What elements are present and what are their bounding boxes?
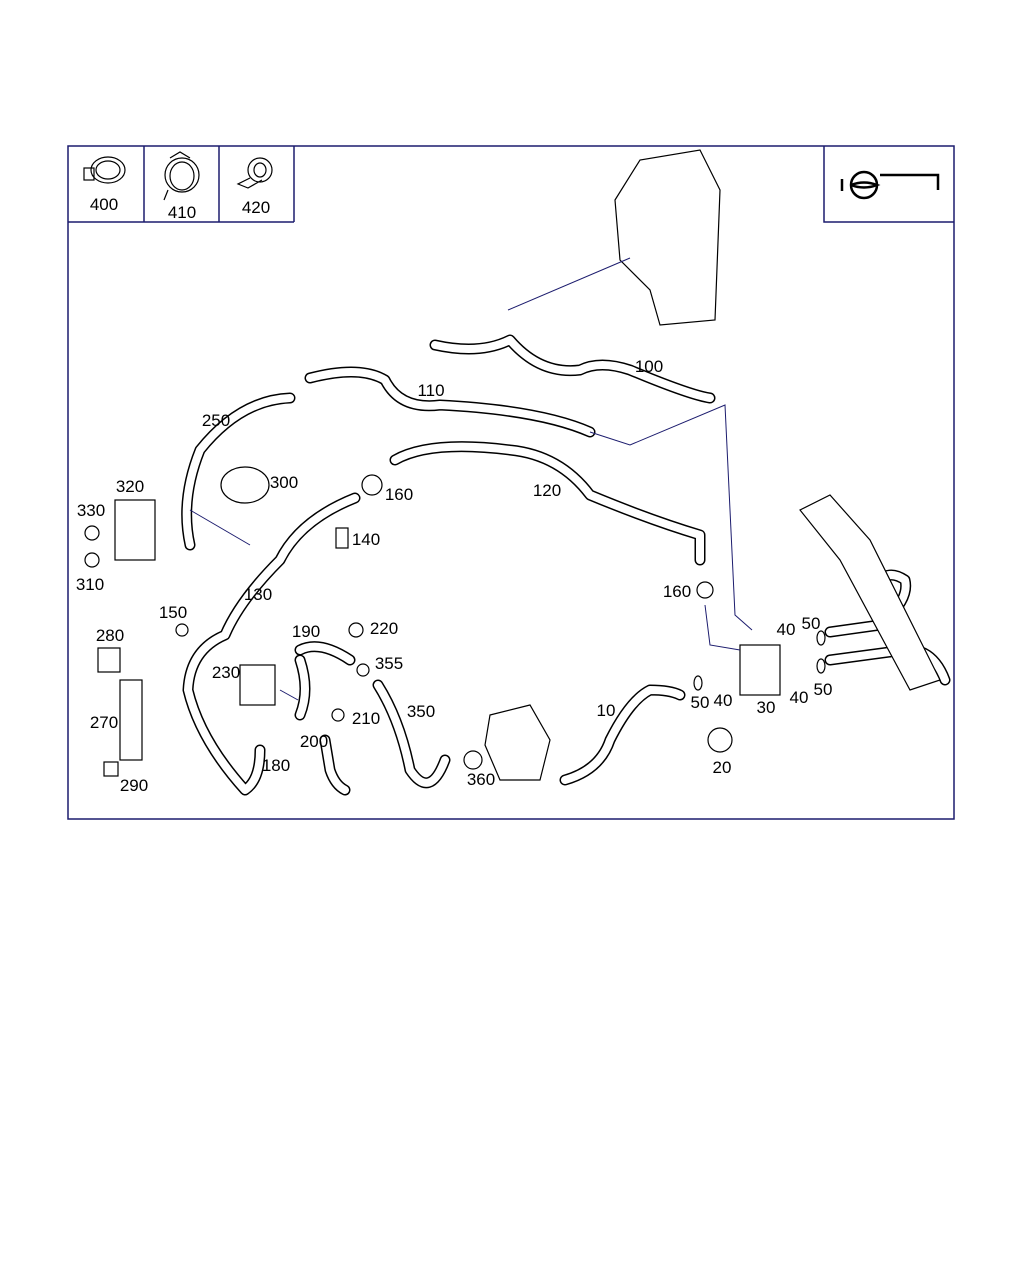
callout-280[interactable]: 280	[95, 626, 125, 645]
bracket-270	[119, 679, 143, 761]
callout-160b[interactable]: 160	[662, 582, 692, 601]
callout-150[interactable]: 150	[158, 603, 188, 622]
callout-310[interactable]: 310	[75, 575, 105, 594]
valve-230	[239, 664, 276, 706]
callout-360[interactable]: 360	[466, 770, 496, 789]
callout-130[interactable]: 130	[243, 585, 273, 604]
callout-50c[interactable]: 50	[690, 693, 710, 712]
callout-160[interactable]: 160	[384, 485, 414, 504]
expansion-tank	[614, 149, 721, 326]
callout-120[interactable]: 120	[532, 481, 562, 500]
callout-355[interactable]: 355	[374, 654, 404, 673]
callout-190[interactable]: 190	[291, 622, 321, 641]
callout-50b[interactable]: 50	[813, 680, 833, 699]
spring-hose-clamp-icon	[163, 151, 200, 201]
legend-part-410[interactable]: 410	[167, 203, 197, 222]
callout-250[interactable]: 250	[201, 411, 231, 430]
callout-140[interactable]: 140	[351, 530, 381, 549]
callout-100[interactable]: 100	[634, 357, 664, 376]
callout-40c[interactable]: 40	[713, 691, 733, 710]
steering-wheel-lhd-icon	[840, 170, 940, 200]
callout-300[interactable]: 300	[269, 473, 299, 492]
callout-290[interactable]: 290	[119, 776, 149, 795]
callout-50[interactable]: 50	[801, 614, 821, 633]
valve-30	[739, 644, 781, 696]
callout-270[interactable]: 270	[89, 713, 119, 732]
callout-350[interactable]: 350	[406, 702, 436, 721]
callout-180[interactable]: 180	[261, 756, 291, 775]
diagram-frame	[67, 145, 955, 820]
callout-30[interactable]: 30	[756, 698, 776, 717]
callout-220[interactable]: 220	[369, 619, 399, 638]
legend-part-400[interactable]: 400	[89, 195, 119, 214]
hose-clamp-screw-icon	[83, 156, 126, 184]
callout-200[interactable]: 200	[299, 732, 329, 751]
callout-320[interactable]: 320	[115, 477, 145, 496]
callout-40[interactable]: 40	[776, 620, 796, 639]
callout-210[interactable]: 210	[351, 709, 381, 728]
callout-330[interactable]: 330	[76, 501, 106, 520]
callout-40b[interactable]: 40	[789, 688, 809, 707]
thermostat-housing-360	[484, 704, 551, 781]
legend-part-420[interactable]: 420	[241, 198, 271, 217]
callout-10[interactable]: 10	[596, 701, 616, 720]
callout-230[interactable]: 230	[211, 663, 241, 682]
bracket-320	[114, 499, 156, 561]
aux-water-pump	[220, 466, 270, 504]
heater-core	[799, 494, 941, 691]
callout-20[interactable]: 20	[712, 758, 732, 777]
p-clip-icon	[236, 157, 273, 189]
callout-110[interactable]: 110	[417, 381, 445, 400]
